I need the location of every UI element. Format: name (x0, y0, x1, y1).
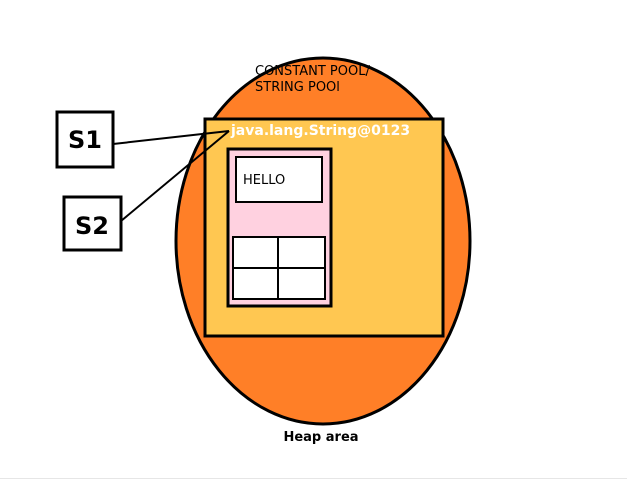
pool-label-line2: STRING POOl (255, 80, 340, 95)
heap-area-label: Heap area (283, 430, 358, 445)
variable-s1-box (55, 110, 115, 169)
string-value-label: HELLO (243, 173, 285, 188)
string-value-box (235, 156, 323, 203)
char-array-cell (232, 267, 279, 300)
pool-label-line1: CONSTANT POOL/ (255, 64, 370, 79)
variable-s2-box (62, 195, 123, 252)
char-array-cell (277, 236, 326, 269)
char-array-grid (232, 236, 326, 300)
s2-reference-line (120, 130, 230, 222)
char-array-cell (232, 236, 279, 269)
object-reference-label: java.lang.String@0123 (230, 123, 410, 139)
variable-s2-label: S2 (75, 212, 109, 240)
char-array-cell (277, 267, 326, 300)
bottom-divider (0, 478, 627, 479)
s1-reference-line (112, 130, 230, 145)
variable-s1-label: S1 (68, 126, 102, 154)
